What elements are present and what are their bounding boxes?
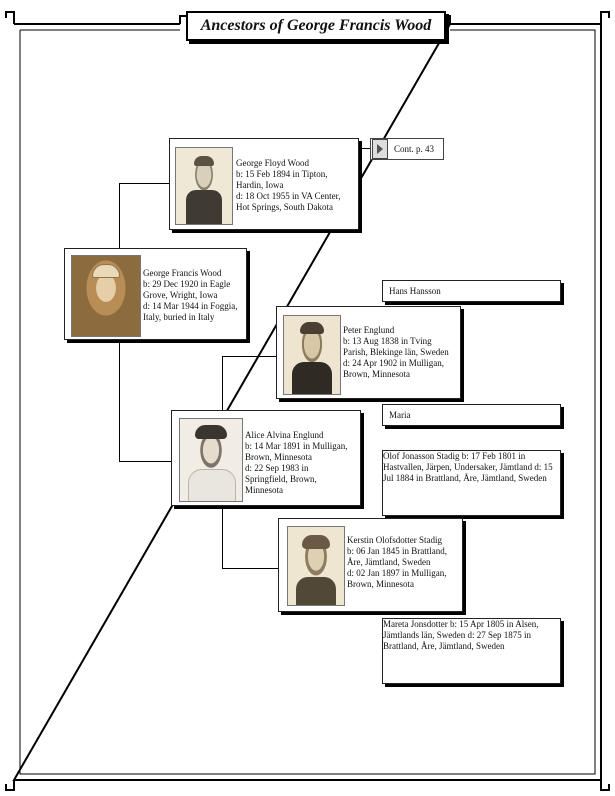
person-detail: Brown, Minnesota (245, 452, 312, 462)
person-card-maria[interactable]: Maria (382, 404, 561, 426)
portrait-photo (283, 315, 341, 395)
person-name: Kerstin Olofsdotter Stadig (347, 535, 442, 545)
person-detail: Italy, buried in Italy (143, 312, 215, 322)
person-detail: d: 18 Oct 1955 in VA Center, (236, 191, 341, 201)
portrait-photo (287, 526, 345, 606)
person-detail: Sweden (518, 473, 547, 483)
person-name: Mareta Jonsdotter (383, 619, 448, 629)
arrow-right-icon (372, 139, 388, 159)
person-card-peter-englund[interactable]: Peter Englund b: 13 Aug 1838 in Tving Pa… (276, 306, 461, 399)
person-name: Olof Jonasson Stadig (383, 451, 460, 461)
portrait-photo (175, 147, 233, 225)
person-card-george-francis-wood[interactable]: George Francis Wood b: 29 Dec 1920 in Ea… (64, 248, 247, 340)
portrait-photo (71, 255, 141, 337)
continue-page-link[interactable]: Cont. p. 43 (370, 138, 444, 160)
connector (222, 356, 223, 410)
person-detail: Brown, Minnesota (347, 579, 414, 589)
person-detail: b: 15 Apr 1805 in Alsen, Jämtlands län, (383, 619, 539, 640)
person-detail: b: 29 Dec 1920 in Eagle (143, 279, 231, 289)
person-card-hans-hansson[interactable]: Hans Hansson (382, 280, 561, 302)
person-detail: d: 24 Apr 1902 in Mulligan, (343, 358, 444, 368)
person-name: Hans Hansson (389, 286, 441, 296)
person-detail: Minnesota (245, 485, 283, 495)
person-detail: Springfield, Brown, (245, 474, 317, 484)
connector (119, 461, 171, 462)
person-detail: d: 02 Jan 1897 in Mulligan, (347, 568, 447, 578)
person-detail: d: 15 Jul 1884 in Brattland, Åre, Jämtla… (383, 462, 553, 483)
continue-label: Cont. p. 43 (394, 144, 435, 154)
person-detail: Undersaker, Jämtland (453, 462, 533, 472)
person-name: George Floyd Wood (236, 158, 309, 168)
person-name: Alice Alvina Englund (245, 430, 324, 440)
connector (119, 337, 120, 462)
person-detail: Hardin, Iowa (236, 180, 284, 190)
person-name: Peter Englund (343, 325, 395, 335)
person-detail: b: 15 Feb 1894 in Tipton, (236, 169, 328, 179)
person-detail: d: 22 Sep 1983 in (245, 463, 309, 473)
person-detail: b: 13 Aug 1838 in Tving (343, 336, 432, 346)
connector (222, 568, 278, 569)
person-card-kerstin-olofsdotter-stadig[interactable]: Kerstin Olofsdotter Stadig b: 06 Jan 184… (278, 518, 463, 612)
person-detail: Sweden (475, 641, 505, 651)
person-detail: Sweden (436, 630, 466, 640)
portrait-photo (179, 418, 243, 502)
person-detail: Brown, Minnesota (343, 369, 410, 379)
person-detail: Åre, Jämtland, Sweden (347, 557, 431, 567)
person-name: Maria (389, 410, 411, 420)
connector (222, 356, 276, 357)
connector (358, 148, 370, 149)
connector (119, 183, 120, 249)
person-detail: Grove, Wright, Iowa (143, 290, 218, 300)
person-name: George Francis Wood (143, 268, 222, 278)
connector (119, 183, 169, 184)
person-card-george-floyd-wood[interactable]: George Floyd Wood b: 15 Feb 1894 in Tipt… (169, 138, 359, 230)
person-detail: Hot Springs, South Dakota (236, 202, 334, 212)
connector (222, 505, 223, 569)
person-detail: b: 14 Mar 1891 in Mulligan, (245, 441, 348, 451)
person-card-alice-alvina-englund[interactable]: Alice Alvina Englund b: 14 Mar 1891 in M… (171, 410, 361, 506)
page-title: Ancestors of George Francis Wood (186, 11, 446, 41)
person-card-mareta-jonsdotter[interactable]: Mareta Jonsdotter b: 15 Apr 1805 in Alse… (382, 618, 561, 684)
person-detail: b: 06 Jan 1845 in Brattland, (347, 546, 447, 556)
person-detail: b: 17 Feb 1801 in Hastvallen, Järpen, (383, 451, 526, 472)
person-detail: d: 27 Sep 1875 in Brattland, Åre, Jämtla… (383, 630, 532, 651)
person-detail: Parish, Blekinge län, Sweden (343, 347, 449, 357)
person-detail: d: 14 Mar 1944 in Foggia, (143, 301, 238, 311)
person-card-olof-jonasson-stadig[interactable]: Olof Jonasson Stadig b: 17 Feb 1801 in H… (382, 450, 561, 516)
